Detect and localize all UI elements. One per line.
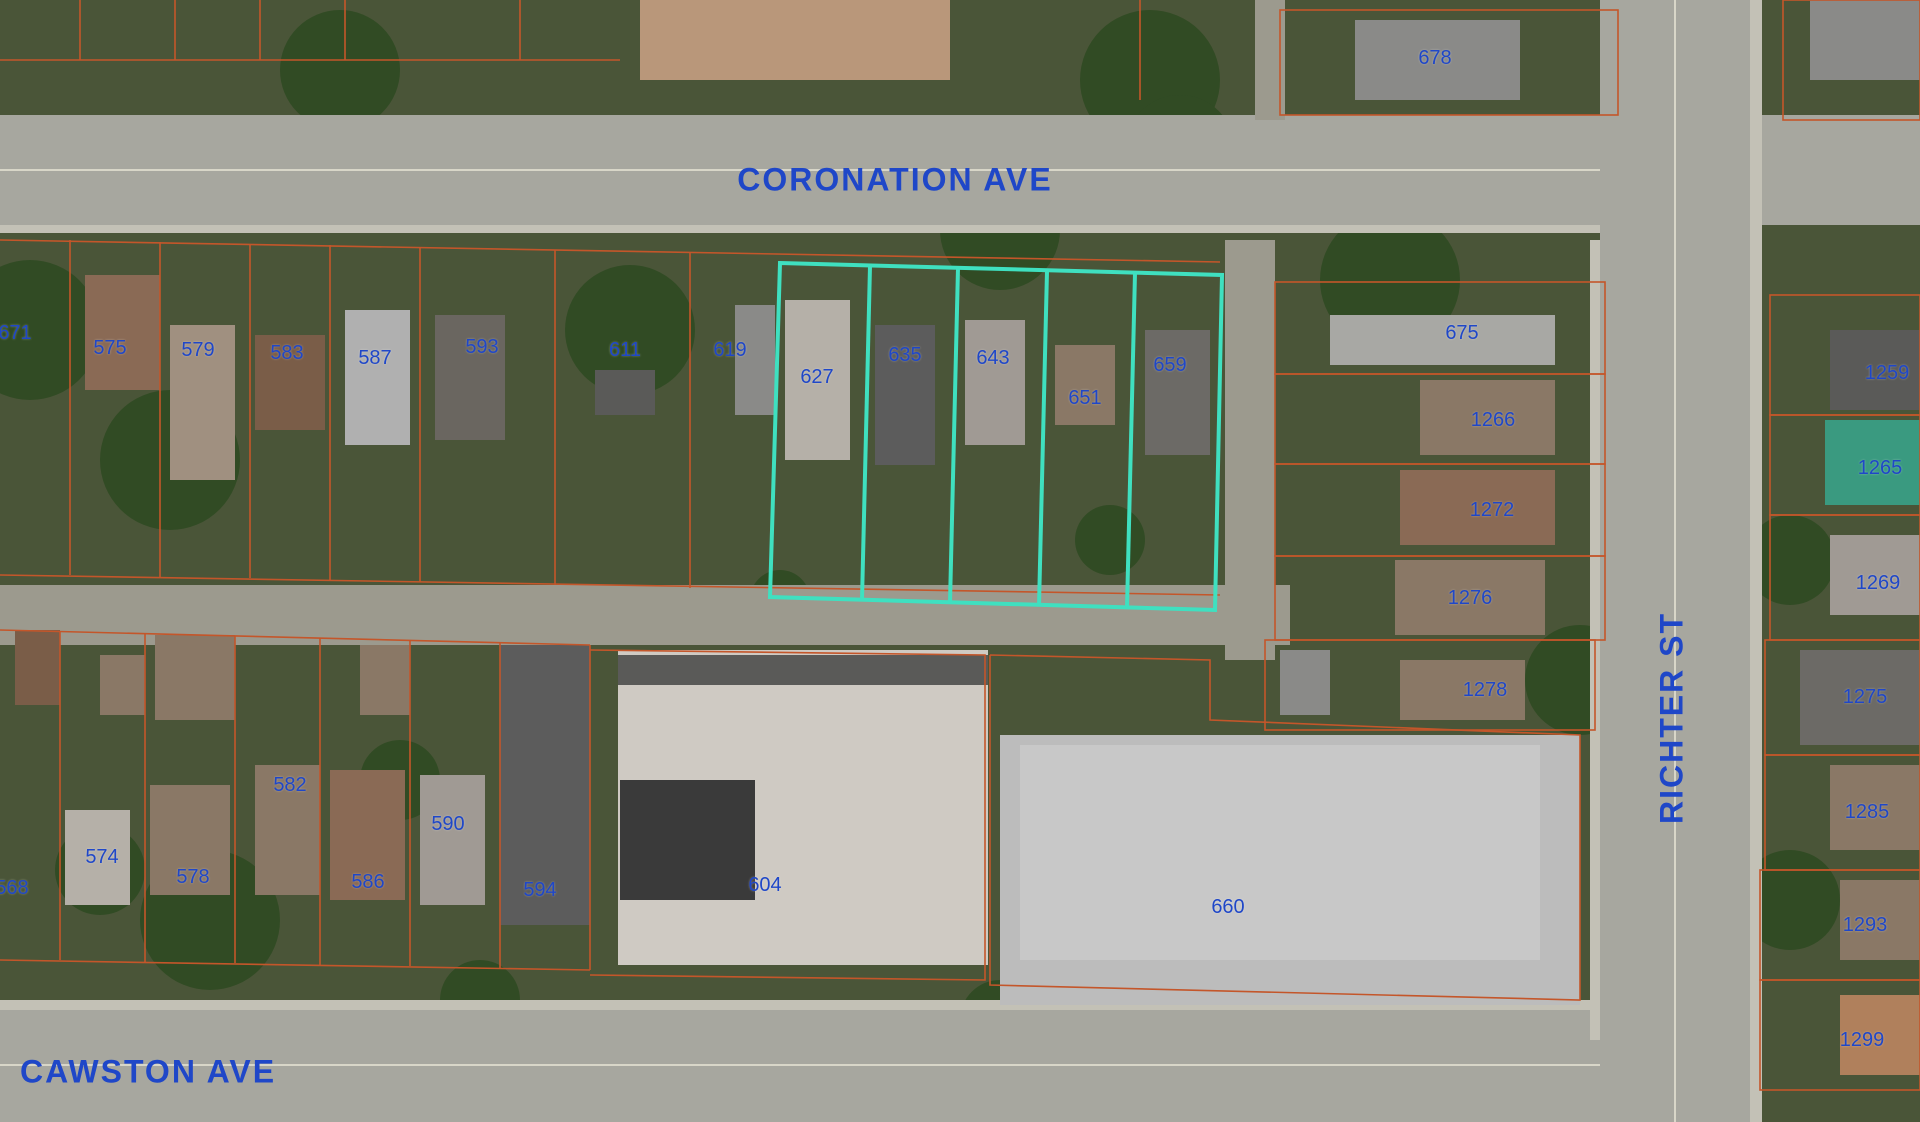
lot-label: 678 (1418, 47, 1452, 69)
lot-label: 1293 (1842, 914, 1888, 936)
lot-label: 1278 (1462, 679, 1508, 701)
lot-label: 1276 (1447, 587, 1493, 609)
lot-label: 1285 (1844, 801, 1890, 823)
lot-label: 635 (888, 344, 922, 366)
lot-label: 671 (0, 322, 32, 344)
lot-label: 587 (358, 347, 392, 369)
lot-label: 660 (1211, 896, 1245, 918)
lot-label: 611 (609, 339, 641, 361)
lot-label: 590 (431, 813, 465, 835)
street-label-cawston: CAWSTON AVE (19, 1053, 277, 1090)
lot-label: 627 (800, 366, 834, 388)
lot-label: 619 (713, 339, 747, 361)
lot-label: 578 (176, 866, 210, 888)
lot-label: 594 (523, 879, 557, 901)
lot-label: 1265 (1857, 457, 1903, 479)
lot-label: 586 (351, 871, 385, 893)
lot-label: 643 (976, 347, 1010, 369)
lot-label: 659 (1153, 354, 1187, 376)
street-label-richter: RICHTER ST (1653, 612, 1690, 824)
lot-label: 1269 (1855, 572, 1901, 594)
lot-label: 579 (181, 339, 215, 361)
lot-label: 1275 (1842, 686, 1888, 708)
lot-label: 1266 (1470, 409, 1516, 431)
lot-label: 583 (270, 342, 304, 364)
lot-label: 593 (465, 336, 499, 358)
street-label-coronation: CORONATION AVE (737, 161, 1053, 198)
lot-label: 582 (273, 774, 307, 796)
lot-label: 1272 (1469, 499, 1515, 521)
lot-label: 568 (0, 877, 29, 899)
lot-label: 604 (748, 874, 782, 896)
lot-label: 574 (85, 846, 119, 868)
lot-label: 575 (93, 337, 127, 359)
lot-label: 675 (1445, 322, 1479, 344)
lot-label: 1259 (1864, 362, 1910, 384)
lot-label: 1299 (1839, 1029, 1885, 1051)
lot-label: 651 (1068, 387, 1102, 409)
